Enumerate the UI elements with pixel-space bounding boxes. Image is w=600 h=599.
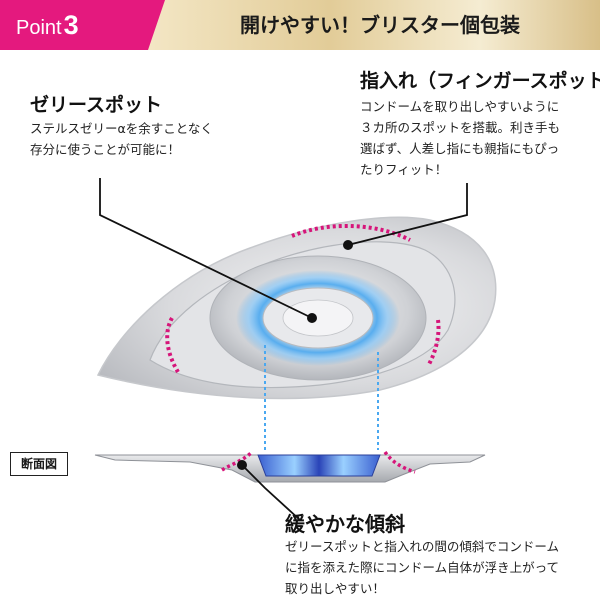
slope-leader-line [241, 464, 301, 521]
gentle-slope-heading: 緩やかな傾斜 [285, 512, 405, 536]
finger-leader-line [347, 183, 468, 246]
jelly-spot-line: 存分に使うことが可能に！ [30, 142, 181, 157]
point-word: Point [16, 17, 62, 39]
finger-spot-line: コンドームを取り出しやすいように [360, 99, 560, 114]
finger-spot-left [165, 317, 180, 374]
header-banner: Point3 開けやすい！ブリスター個包装 [0, 0, 600, 50]
cross-section-label: 断面図 [10, 452, 68, 476]
finger-spot-line: 選ばず、人差し指にも親指にもぴっ [360, 141, 560, 156]
banner-pink-tab [0, 0, 165, 50]
finger-leader-dot [343, 240, 353, 250]
jelly-spot-heading: ゼリースポット [30, 94, 163, 116]
banner-title: 開けやすい！ブリスター個包装 [240, 13, 520, 37]
finger-spot-description: コンドームを取り出しやすいように ３カ所のスポットを搭載。利き手も 選ばず、人差… [360, 96, 560, 180]
gentle-slope-description: ゼリースポットと指入れの間の傾斜でコンドーム に指を添えた際にコンドーム自体が浮… [285, 536, 559, 599]
jelly-spot-description: ステルスゼリーαを余すことなく 存分に使うことが可能に！ [30, 118, 213, 160]
jelly-leader-dot [307, 313, 317, 323]
gentle-slope-line: ゼリースポットと指入れの間の傾斜でコンドーム [285, 539, 560, 554]
cross-section-slope-left [221, 450, 254, 472]
finger-spot-right [426, 319, 441, 367]
cross-section-cup [257, 454, 381, 477]
gentle-slope-line: 取り出しやすい！ [285, 581, 385, 596]
finger-spot-top [291, 224, 411, 242]
finger-spot-line: たりフィット！ [360, 162, 448, 177]
jelly-spot-inner [282, 299, 354, 337]
jelly-leader-line [99, 178, 313, 319]
jelly-spot-line: ステルスゼリーαを余すことなく [30, 121, 213, 136]
point-label: Point3 [16, 0, 79, 50]
gentle-slope-line: に指を添えた際にコンドーム自体が浮き上がって [285, 560, 560, 575]
slope-leader-dot [237, 460, 247, 470]
cross-section-slope-right [383, 450, 416, 474]
banner-background [0, 0, 600, 50]
finger-spot-heading: 指入れ（フィンガースポット） [360, 70, 600, 92]
finger-spot-line: ３カ所のスポットを搭載。利き手も [360, 120, 561, 135]
point-number: 3 [63, 10, 79, 40]
